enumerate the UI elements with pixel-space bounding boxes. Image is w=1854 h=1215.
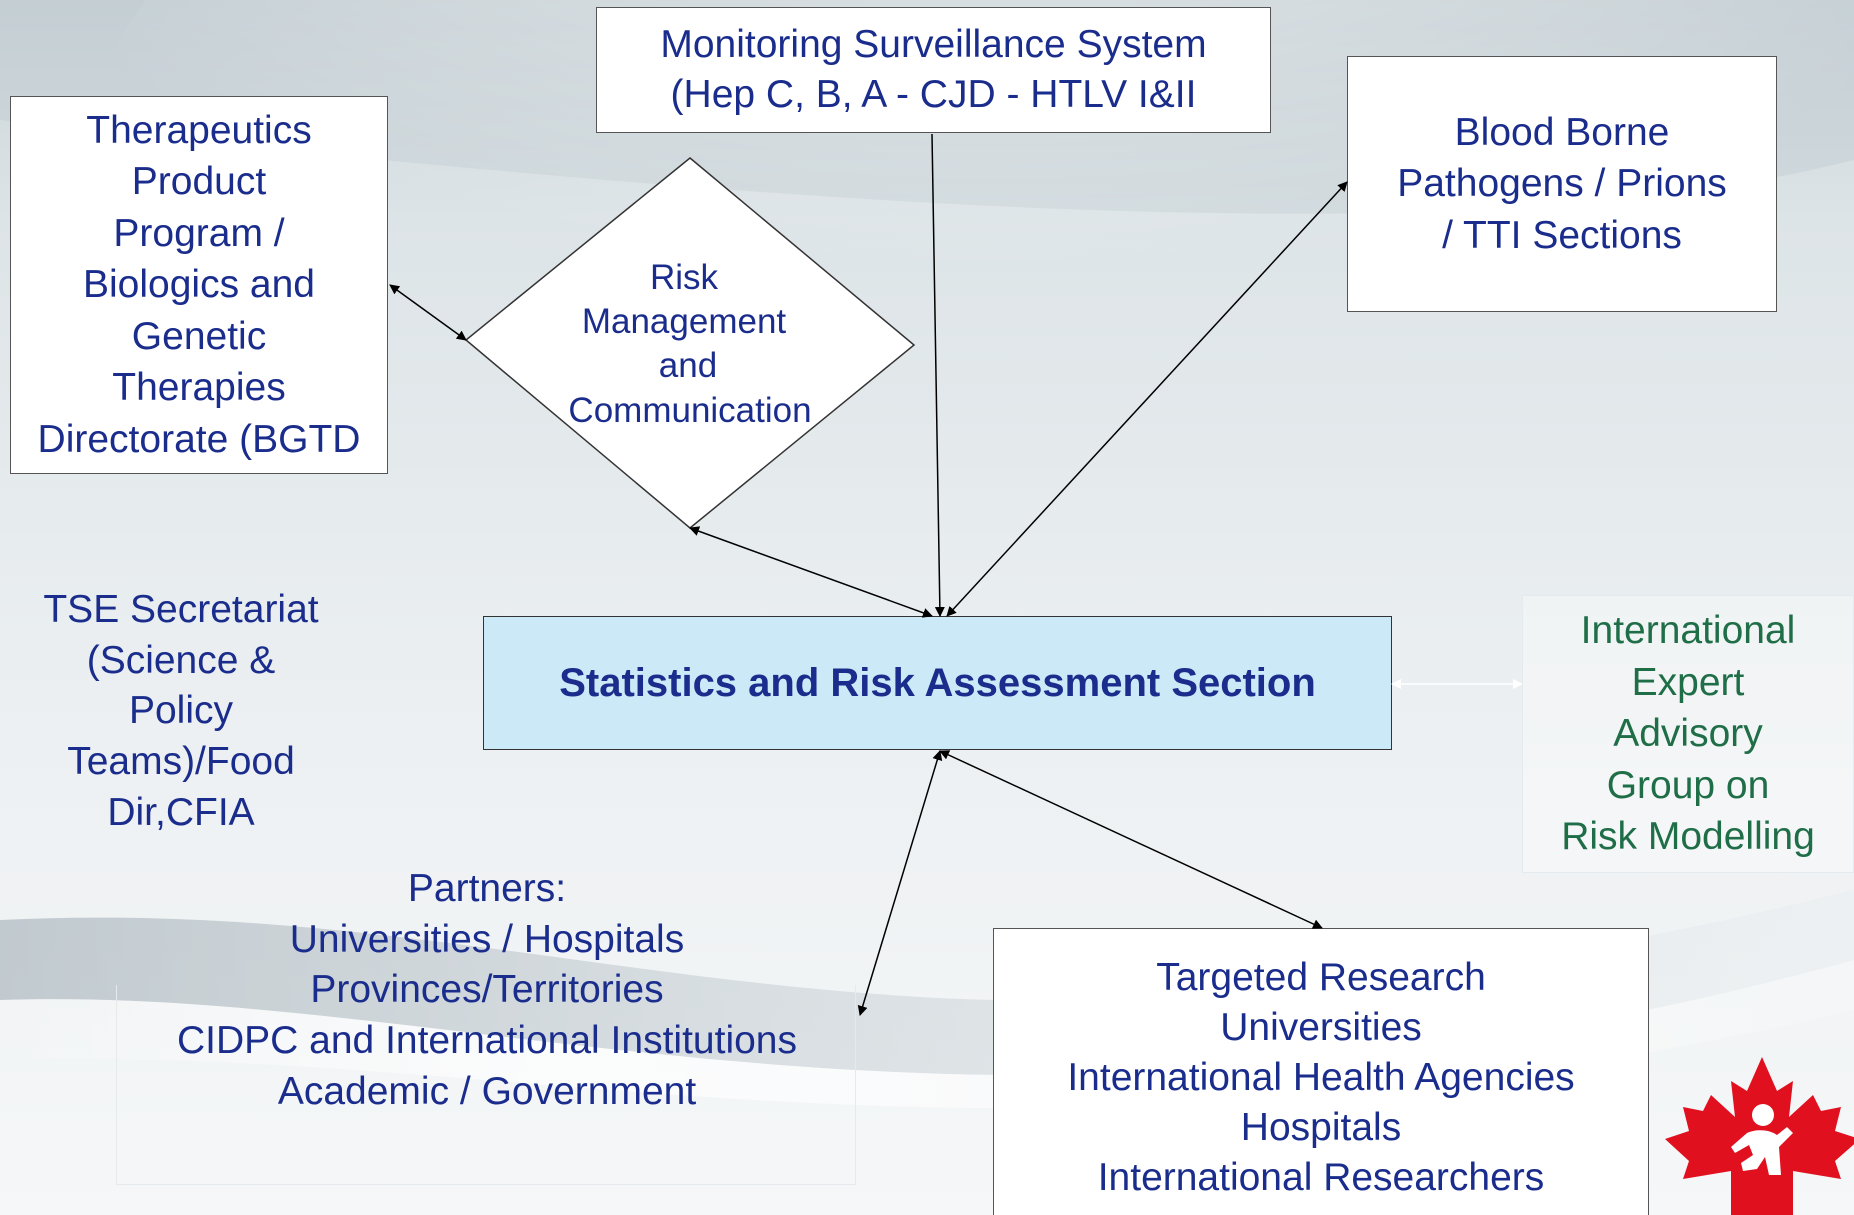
blood-borne-line: Pathogens / Prions [1397,162,1727,206]
monitoring-subtitle: (Hep C, B, A - CJD - HTLV I&II [670,73,1197,116]
therapeutics-line: Genetic [131,314,267,358]
maple-leaf-logo-icon [1665,1057,1854,1215]
international-line: International [1580,609,1796,653]
central-label: Statistics and Risk Assessment Section [559,660,1316,705]
research-line: International Health Agencies [1067,1056,1575,1100]
blood-borne-pathogens-box: Blood Borne Pathogens / Prions / TTI Sec… [1347,56,1777,312]
blood-borne-line: Blood Borne [1454,110,1670,154]
monitoring-surveillance-box: Monitoring Surveillance System (Hep C, B… [596,7,1271,133]
tse-line: (Science & [86,638,276,682]
international-line: Risk Modelling [1561,815,1815,859]
partners-line: Universities / Hospitals [289,917,685,961]
monitoring-title: Monitoring Surveillance System [660,23,1207,67]
tse-line: TSE Secretariat [43,588,319,631]
tse-secretariat-text: TSE Secretariat (Science & Policy Teams)… [20,585,342,838]
international-advisory-box: International Expert Advisory Group on R… [1522,595,1854,873]
partners-line: Academic / Government [277,1069,697,1113]
international-line: Advisory [1613,712,1763,756]
research-line: Targeted Research [1156,956,1486,1000]
research-line: Universities [1220,1006,1422,1050]
statistics-risk-assessment-box: Statistics and Risk Assessment Section [483,616,1392,750]
research-line: Hospitals [1240,1105,1402,1149]
tse-line: Policy [128,689,234,733]
international-line: Expert [1631,660,1745,704]
international-line: Group on [1606,763,1770,807]
research-line: International Researchers [1097,1155,1545,1199]
therapeutics-line: Therapies [112,366,286,410]
therapeutics-directorate-box: Therapeutics Product Program / Biologics… [10,96,388,474]
tse-line: Teams)/Food [67,740,295,784]
therapeutics-line: Biologics and [83,263,315,307]
therapeutics-line: Therapeutics [86,108,312,152]
therapeutics-line: Program / [113,211,285,255]
targeted-research-box: Targeted Research Universities Internati… [993,928,1649,1215]
partners-line: CIDPC and International Institutions [176,1019,797,1063]
therapeutics-line: Product [131,160,267,204]
partners-panel-outline [116,985,856,1185]
tse-line: Dir,CFIA [107,790,255,834]
therapeutics-line: Directorate (BGTD [37,417,361,461]
blood-borne-line: / TTI Sections [1442,213,1682,257]
partners-text: Partners: Universities / Hospitals Provi… [112,864,862,1117]
partners-line: Partners: [407,867,567,910]
partners-line: Provinces/Territories [310,968,664,1012]
